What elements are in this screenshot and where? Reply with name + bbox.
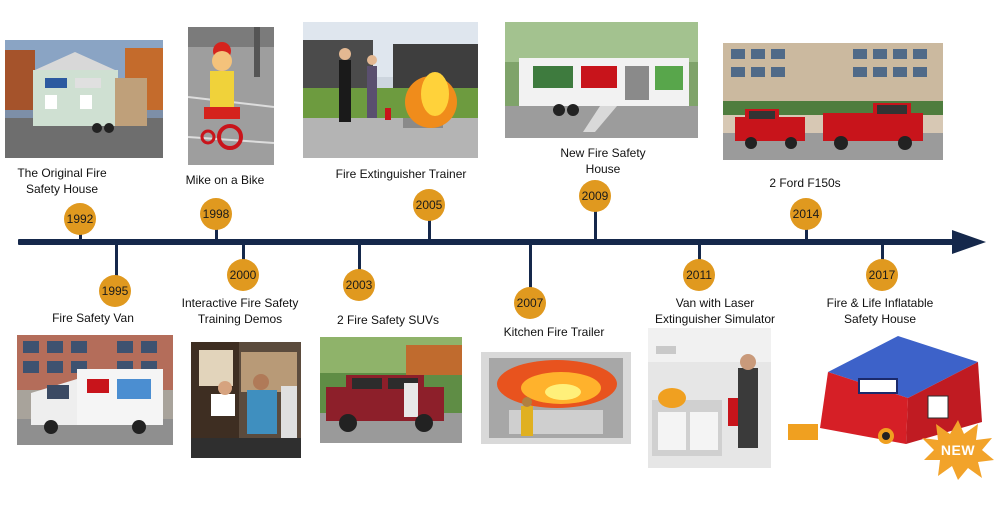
photo-mike-on-a-bike [188, 27, 274, 165]
caption-1998: Mike on a Bike [185, 173, 265, 187]
caption-2005: Fire Extinguisher Trainer [335, 167, 467, 181]
year-2000: 2000 [227, 259, 259, 291]
year-2009: 2009 [579, 180, 611, 212]
year-2014: 2014 [790, 198, 822, 230]
new-badge: NEW [922, 420, 994, 480]
caption-2011: Van with Laser Extinguisher Simulator [654, 296, 776, 326]
caption-2003: 2 Fire Safety SUVs [336, 313, 440, 327]
timeline-arrowhead [952, 230, 986, 254]
year-2005: 2005 [413, 189, 445, 221]
caption-1992: The Original Fire Safety House [17, 166, 107, 196]
tick-1995 [115, 242, 118, 278]
caption-2017: Fire & Life Inflatable Safety House [826, 296, 934, 326]
tick-2014 [805, 224, 808, 242]
tick-2005 [428, 214, 431, 242]
caption-2000: Interactive Fire Safety Training Demos [181, 296, 299, 326]
caption-2007: Kitchen Fire Trailer [503, 325, 605, 339]
photo-fire-safety-suvs [320, 337, 462, 443]
photo-new-fire-safety-house [505, 22, 698, 138]
tick-2003 [358, 242, 361, 270]
starburst-icon [922, 420, 994, 480]
tick-2011 [698, 242, 701, 260]
tick-2007 [529, 242, 532, 288]
photo-inflatable-safety-house [788, 332, 993, 450]
year-2011: 2011 [683, 259, 715, 291]
year-1995: 1995 [99, 275, 131, 307]
year-2007: 2007 [514, 287, 546, 319]
photo-laser-extinguisher-simulator [648, 328, 771, 468]
tick-1998 [215, 224, 218, 242]
tick-2017 [881, 242, 884, 260]
tick-2009 [594, 208, 597, 242]
photo-two-ford-f150s [723, 43, 943, 160]
caption-2014: 2 Ford F150s [769, 176, 841, 190]
new-badge-label: NEW [940, 442, 976, 458]
photo-original-fire-safety-house [5, 40, 163, 158]
photo-interactive-training-demos [191, 342, 301, 458]
photo-fire-safety-van [17, 335, 173, 445]
year-1998: 1998 [200, 198, 232, 230]
year-2017: 2017 [866, 259, 898, 291]
caption-1995: Fire Safety Van [52, 311, 134, 325]
photo-fire-extinguisher-trainer [303, 22, 478, 158]
tick-2000 [242, 242, 245, 260]
year-2003: 2003 [343, 269, 375, 301]
timeline-axis [18, 239, 958, 245]
photo-kitchen-fire-trailer [481, 352, 631, 444]
caption-2009: New Fire Safety House [560, 146, 646, 176]
year-1992: 1992 [64, 203, 96, 235]
